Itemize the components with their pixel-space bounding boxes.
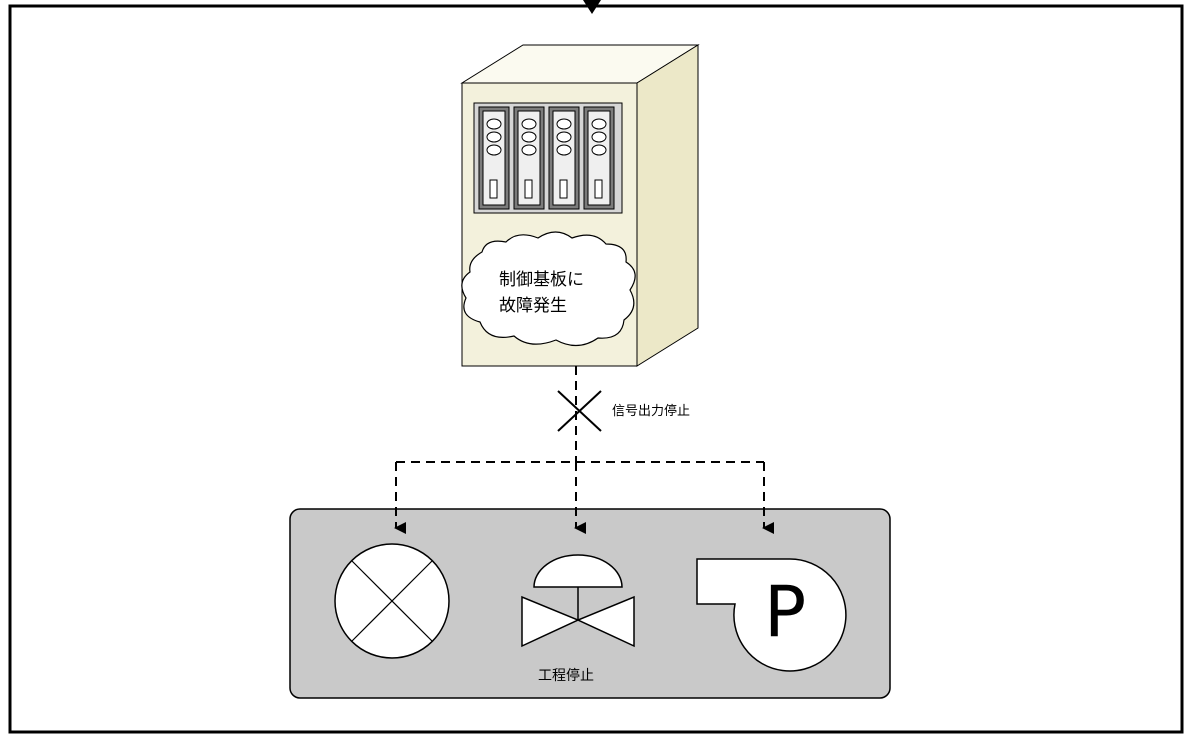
control-valve-icon: [521, 554, 635, 648]
lamp-icon: [334, 543, 450, 659]
process-area: [289, 508, 891, 699]
pump-letter: P: [764, 571, 806, 653]
module-3: [548, 106, 580, 210]
incoming-arrow: [583, 0, 601, 14]
fault-cloud: [461, 231, 636, 347]
module-1: [478, 106, 510, 210]
pump-icon: [696, 558, 847, 672]
process-stop-label: 工程停止: [538, 667, 594, 684]
fault-text-line2: 故障発生: [499, 296, 567, 316]
cabinet-side: [636, 44, 699, 367]
module-4: [583, 106, 615, 210]
fault-text-line1: 制御基板に: [499, 270, 584, 290]
signal-stop-label: 信号出力停止: [612, 403, 690, 419]
module-2: [513, 106, 545, 210]
control-cabinet: 制御基板に 故障発生: [460, 44, 700, 367]
cross-mark-icon: [557, 390, 602, 432]
